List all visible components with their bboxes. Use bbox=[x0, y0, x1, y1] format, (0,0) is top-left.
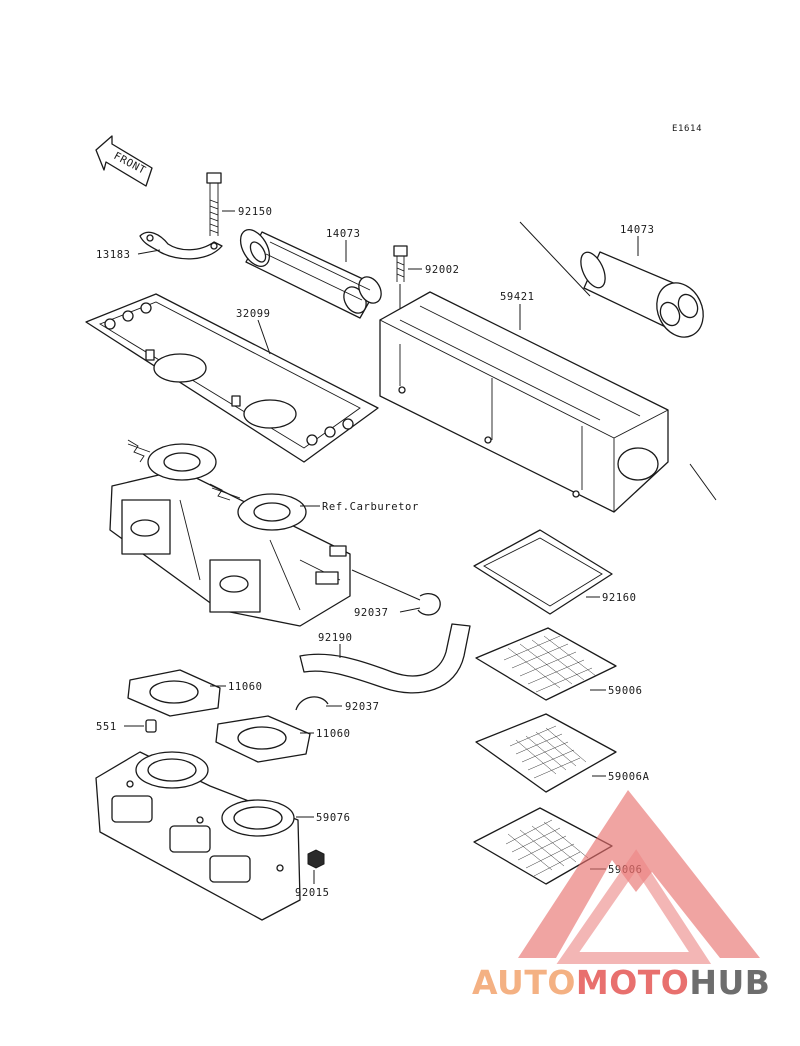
clip-92037-lower bbox=[295, 696, 329, 711]
label-92037-upper: 92037 bbox=[354, 607, 389, 619]
watermark-text: AUTOMOTOHUB bbox=[472, 963, 770, 1002]
watermark-hub: HUB bbox=[689, 963, 770, 1002]
nut-92015 bbox=[307, 849, 325, 869]
manifold-59076 bbox=[95, 751, 301, 921]
screen-59006-upper bbox=[475, 627, 617, 701]
ref-carburetor-label: Ref.Carburetor bbox=[322, 501, 419, 513]
bolt-92002 bbox=[393, 245, 408, 282]
bolt-92150 bbox=[206, 172, 222, 236]
air-duct-14073-right bbox=[580, 251, 704, 338]
label-59076: 59076 bbox=[316, 812, 351, 824]
label-14073-left: 14073 bbox=[326, 228, 361, 240]
label-14073-right: 14073 bbox=[620, 224, 655, 236]
screen-59006A bbox=[475, 713, 617, 793]
label-92190: 92190 bbox=[318, 632, 353, 644]
air-duct-14073-left bbox=[239, 229, 382, 319]
label-13183: 13183 bbox=[96, 249, 131, 261]
watermark-logo bbox=[518, 790, 760, 964]
diagram-code: E1614 bbox=[672, 124, 702, 134]
air-box-59421 bbox=[379, 291, 669, 513]
dowel-551 bbox=[145, 719, 157, 733]
label-92160: 92160 bbox=[602, 592, 637, 604]
label-59006-upper: 59006 bbox=[608, 685, 643, 697]
front-arrow-icon: FRONT bbox=[95, 135, 153, 187]
label-92037-lower: 92037 bbox=[345, 701, 380, 713]
plate-32099 bbox=[85, 293, 379, 463]
watermark-moto: MOTO bbox=[576, 963, 689, 1002]
label-551: 551 bbox=[96, 721, 117, 733]
gasket-11060-upper bbox=[127, 669, 221, 717]
label-11060-lower: 11060 bbox=[316, 728, 351, 740]
watermark-auto: AUTO bbox=[472, 963, 576, 1002]
label-92150: 92150 bbox=[238, 206, 273, 218]
label-92015: 92015 bbox=[295, 887, 330, 899]
clip-92037-upper bbox=[417, 592, 441, 616]
hose-92190 bbox=[299, 623, 471, 694]
label-59006A: 59006A bbox=[608, 771, 650, 783]
gasket-11060-lower bbox=[215, 715, 311, 763]
label-11060-upper: 11060 bbox=[228, 681, 263, 693]
filter-frame-92160 bbox=[473, 529, 613, 615]
carburetor-assembly bbox=[109, 439, 351, 627]
label-92002: 92002 bbox=[425, 264, 460, 276]
bracket-13183 bbox=[139, 231, 223, 260]
label-32099: 32099 bbox=[236, 308, 271, 320]
label-59421: 59421 bbox=[500, 291, 535, 303]
